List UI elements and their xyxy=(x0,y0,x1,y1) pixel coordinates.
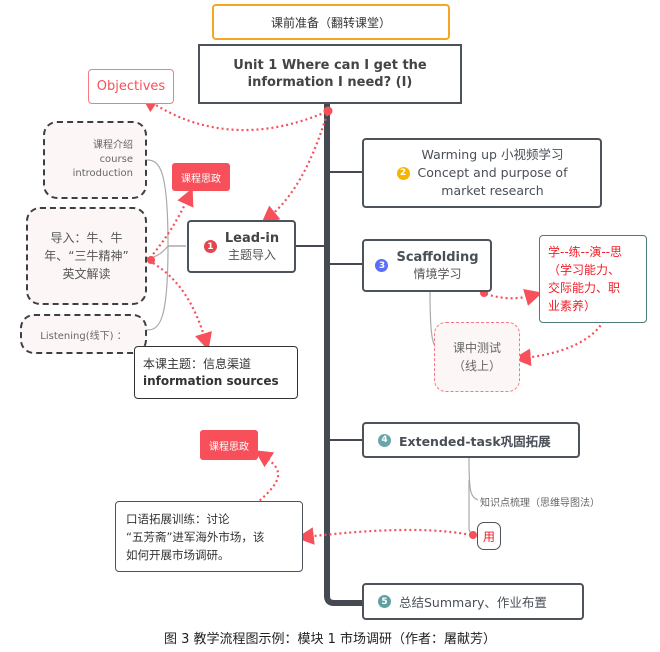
lead-in-subtitle: 主题导入 xyxy=(227,247,276,262)
oral-line3: 如何开展市场调研。 xyxy=(126,547,230,562)
listening-label: Listening(线下) ： xyxy=(40,330,127,342)
figure-caption-text: 图 3 教学流程图示例：模块 1 市场调研（作者：屠献芳） xyxy=(163,632,497,647)
lead-in-node[interactable]: 1 Lead-in 主题导入 xyxy=(187,220,296,273)
number-3-icon: 3 xyxy=(375,259,389,272)
summary-label: 总结Summary、作业布置 xyxy=(399,595,547,610)
relation-objectives xyxy=(140,95,327,132)
relation-ideology-1 xyxy=(149,188,194,259)
oral-practice-node[interactable]: 口语拓展训练：讨论 “五芳斋”进军海外市场，该 如何开展市场调研。 xyxy=(115,501,303,572)
use-node[interactable]: 用 xyxy=(477,522,501,550)
lead-in-title: Lead-in xyxy=(224,230,280,246)
extended-task-label: Extended-task巩固拓展 xyxy=(399,433,551,449)
intro-topic-line1: 导入：牛、牛 xyxy=(50,231,123,245)
scaffolding-title: Scaffolding xyxy=(396,249,479,265)
root-title-line1: Unit 1 Where can I get the xyxy=(233,58,427,73)
relation-lead-in xyxy=(261,113,329,224)
relation-ideology-2 xyxy=(251,450,280,508)
oral-line1: 口语拓展训练：讨论 xyxy=(126,511,230,526)
number-4-icon: 4 xyxy=(378,433,391,447)
ideology-tag-1-label: 课程思政 xyxy=(181,173,221,185)
learn-line3: 交际能力、职 xyxy=(548,281,621,295)
ideology-tag-2[interactable]: 课程思政 xyxy=(200,430,258,460)
pre-class-label: 课前准备（翻转课堂） xyxy=(270,15,391,30)
test-line2: （线上） xyxy=(452,359,501,373)
number-2-icon: 2 xyxy=(396,166,410,180)
topic-line1: 本课主题：信息渠道 xyxy=(143,356,252,371)
root-title-line2: information I need? (I) xyxy=(247,75,413,90)
relation-topic xyxy=(152,262,212,351)
warming-up-node[interactable]: 2 Warming up 小视频学习 Concept and purpose o… xyxy=(362,138,602,208)
learn-practice-node[interactable]: 学--练--演--思 （学习能力、 交际能力、职 业素养） xyxy=(539,235,647,323)
course-intro-en1: course xyxy=(99,154,133,165)
number-1-icon: 1 xyxy=(203,240,217,253)
objectives-label: Objectives xyxy=(96,79,166,94)
course-intro-en2: introduction xyxy=(72,168,133,179)
warming-line2: Concept and purpose of xyxy=(417,165,568,180)
test-line1: 课中测试 xyxy=(452,341,501,355)
topic-node[interactable]: 本课主题：信息渠道 information sources xyxy=(134,346,298,399)
ideology-tag-1[interactable]: 课程思政 xyxy=(172,163,230,191)
in-class-test-node[interactable]: 课中测试 （线上） xyxy=(434,322,520,392)
knowledge-sorting-label[interactable]: 知识点梳理（思维导图法） xyxy=(480,494,600,509)
listening-node[interactable]: Listening(线下) ： xyxy=(20,314,147,354)
summary-node[interactable]: 5 总结Summary、作业布置 xyxy=(362,583,584,620)
learn-line4: 业素养） xyxy=(548,299,597,313)
extended-task-node[interactable]: 4 Extended-task巩固拓展 xyxy=(362,422,580,458)
warming-line1: Warming up 小视频学习 xyxy=(421,147,564,162)
oral-line2: “五芳斋”进军海外市场，该 xyxy=(126,529,265,544)
use-label: 用 xyxy=(482,529,495,544)
learn-line1: 学--练--演--思 xyxy=(548,245,622,259)
pre-class-node[interactable]: 课前准备（翻转课堂） xyxy=(212,4,450,40)
course-intro-cn: 课程介绍 xyxy=(93,140,133,151)
scaffolding-subtitle: 情境学习 xyxy=(413,266,462,281)
intro-topic-line3: 英文解读 xyxy=(62,267,111,281)
relation-oral xyxy=(296,527,472,545)
ideology-tag-2-label: 课程思政 xyxy=(209,441,249,453)
course-intro-node[interactable]: 课程介绍 course introduction xyxy=(43,121,147,199)
knowledge-sorting-text: 知识点梳理（思维导图法） xyxy=(480,498,600,509)
learn-line2: （学习能力、 xyxy=(548,263,621,277)
intro-topic-node[interactable]: 导入：牛、牛 年、“三牛精神” 英文解读 xyxy=(26,207,147,305)
intro-topic-line2: 年、“三牛精神” xyxy=(44,249,129,263)
figure-caption: 图 3 教学流程图示例：模块 1 市场调研（作者：屠献芳） xyxy=(0,628,660,647)
objectives-node[interactable]: Objectives xyxy=(88,69,174,104)
root-topic[interactable]: Unit 1 Where can I get the information I… xyxy=(198,44,462,104)
trunk-line xyxy=(324,102,362,606)
scaffolding-node[interactable]: 3 Scaffolding 情境学习 xyxy=(362,239,492,292)
relation-learn xyxy=(485,288,543,306)
topic-line2: information sources xyxy=(143,373,279,388)
warming-line3: market research xyxy=(441,183,544,198)
number-5-icon: 5 xyxy=(378,595,391,608)
